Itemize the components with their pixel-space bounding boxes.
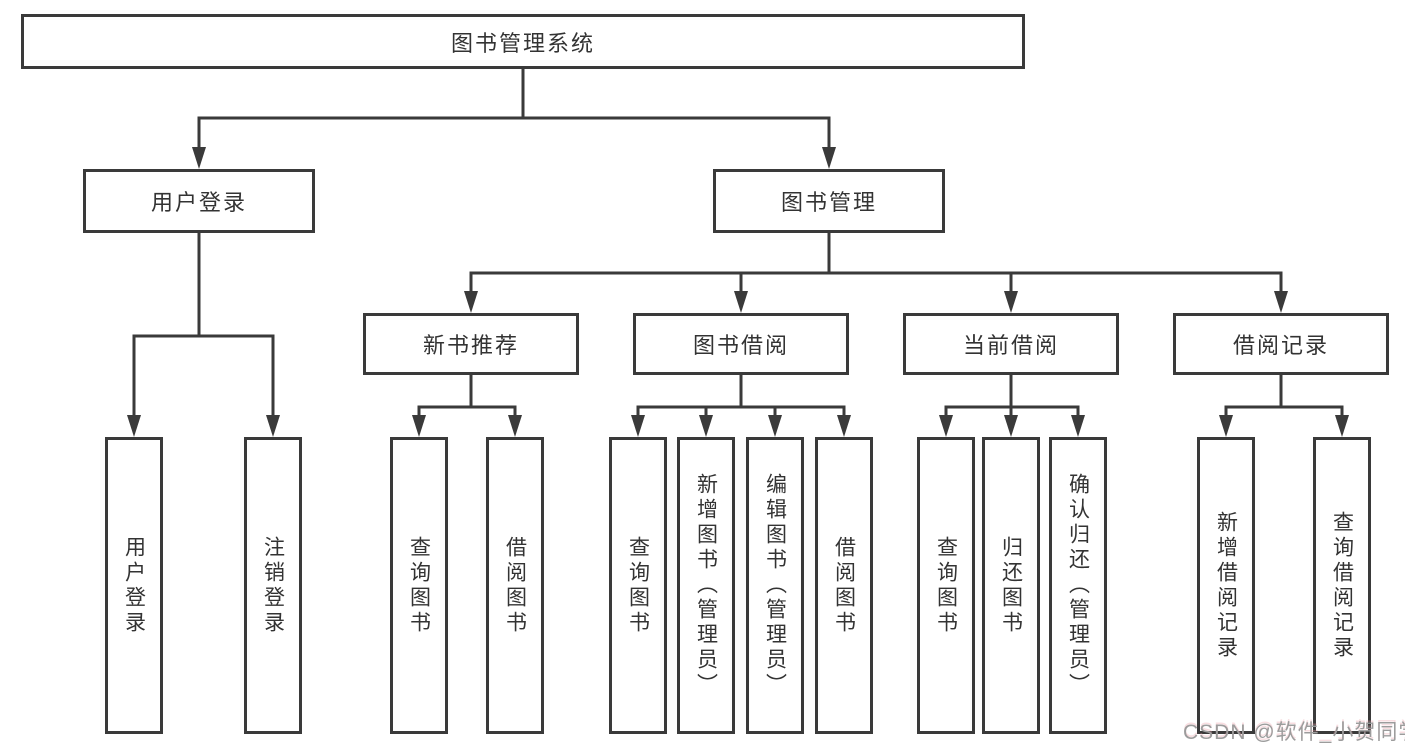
leaf-add-borrow-record: 新增借阅记录 bbox=[1197, 437, 1255, 734]
leaf-add-books-admin: 新增图书（管理员） bbox=[677, 437, 735, 734]
leaf-borrow-books: 借阅图书 bbox=[815, 437, 873, 734]
leaf-label: 借阅图书 bbox=[832, 535, 856, 636]
leaf-confirm-return-admin: 确认归还（管理员） bbox=[1049, 437, 1107, 734]
leaf-label: 归还图书 bbox=[999, 535, 1023, 636]
leaf-edit-books-admin: 编辑图书（管理员） bbox=[746, 437, 804, 734]
leaf-label: 查询图书 bbox=[407, 535, 431, 636]
node-current-borrow: 当前借阅 bbox=[903, 313, 1119, 375]
leaf-label: 查询借阅记录 bbox=[1330, 510, 1354, 661]
leaf-label: 确认归还（管理员） bbox=[1066, 473, 1090, 698]
leaf-logout: 注销登录 bbox=[244, 437, 302, 734]
leaf-label: 新增借阅记录 bbox=[1214, 510, 1238, 661]
leaf-label: 新增图书（管理员） bbox=[694, 473, 718, 698]
node-user-login: 用户登录 bbox=[83, 169, 315, 233]
node-new-book-recommend: 新书推荐 bbox=[363, 313, 579, 375]
node-book-management: 图书管理 bbox=[713, 169, 945, 233]
leaf-label: 注销登录 bbox=[261, 535, 285, 636]
leaf-label: 查询图书 bbox=[934, 535, 958, 636]
leaf-query-books-current: 查询图书 bbox=[917, 437, 975, 734]
csdn-watermark: CSDN @软件_小贺同学 bbox=[1183, 721, 1405, 744]
leaf-label: 用户登录 bbox=[122, 535, 146, 636]
leaf-borrow-books-recommend: 借阅图书 bbox=[486, 437, 544, 734]
leaf-label: 借阅图书 bbox=[503, 535, 527, 636]
leaf-query-books-borrow: 查询图书 bbox=[609, 437, 667, 734]
leaf-user-login: 用户登录 bbox=[105, 437, 163, 734]
leaf-label: 编辑图书（管理员） bbox=[763, 473, 787, 698]
leaf-query-borrow-record: 查询借阅记录 bbox=[1313, 437, 1371, 734]
arrowheads bbox=[127, 147, 1349, 437]
node-borrow-records: 借阅记录 bbox=[1173, 313, 1389, 375]
leaf-label: 查询图书 bbox=[626, 535, 650, 636]
leaf-return-books: 归还图书 bbox=[982, 437, 1040, 734]
leaf-query-books-recommend: 查询图书 bbox=[390, 437, 448, 734]
node-root: 图书管理系统 bbox=[21, 14, 1025, 69]
node-book-borrow: 图书借阅 bbox=[633, 313, 849, 375]
